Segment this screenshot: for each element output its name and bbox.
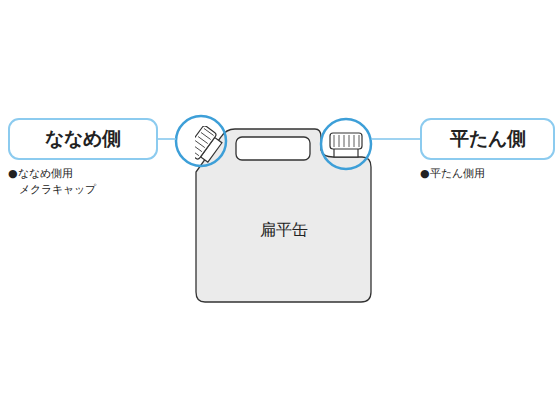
can-outline <box>195 126 373 303</box>
highlight-circle <box>321 119 371 169</box>
highlight-circle <box>176 116 226 166</box>
note-text: ●平たん側用 <box>420 166 519 182</box>
callout-box: 平たん側 <box>420 118 555 160</box>
leader-line <box>371 138 420 140</box>
leader-line <box>158 138 176 140</box>
flat-can: 扁平缶 <box>195 126 373 303</box>
callout-title: ななめ側 <box>45 126 121 152</box>
callout-title: 平たん側 <box>450 126 526 152</box>
note-text: ●ななめ側用 メクラキャップ <box>8 166 107 198</box>
can-label: 扁平缶 <box>260 220 308 241</box>
callout-box: ななめ側 <box>8 118 158 160</box>
